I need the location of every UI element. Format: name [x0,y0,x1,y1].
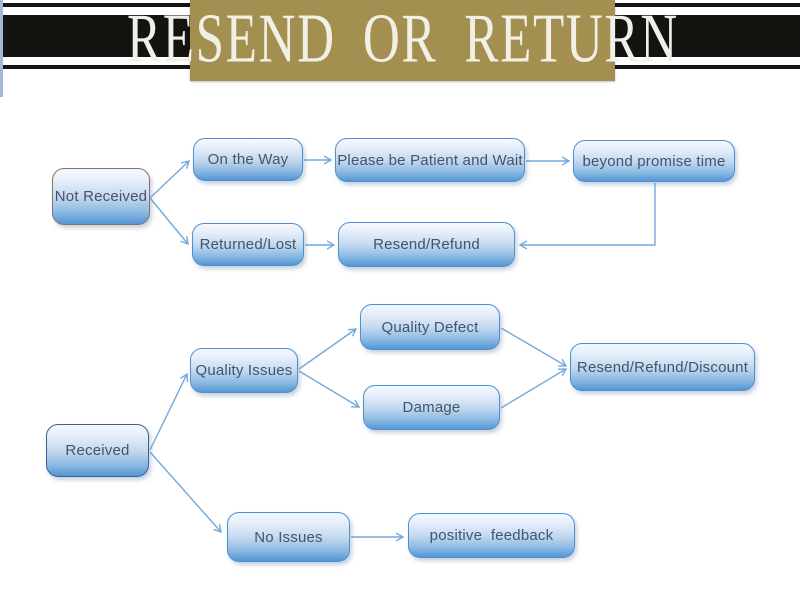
node-beyond-promise-time: beyond promise time [573,140,735,182]
node-received: Received [46,424,149,477]
node-returned-lost: Returned/Lost [192,223,304,266]
node-on-the-way: On the Way [193,138,303,181]
edge-quality-issues-to-damage [298,370,359,407]
edge-quality-defect-to-resend-refund-discount [500,327,566,366]
title-banner: RESEND OR RETURN [127,0,677,81]
edge-beyond-promise-time-to-resend-refund [520,183,656,245]
node-damage: Damage [363,385,500,430]
edge-quality-issues-to-quality-defect [298,329,356,370]
node-resend-refund: Resend/Refund [338,222,515,267]
edge-received-to-quality-issues [149,374,187,451]
edge-damage-to-resend-refund-discount [500,369,566,409]
node-not-received: Not Received [52,168,150,225]
page-title: RESEND OR RETURN [126,0,679,77]
node-positive-feedback: positive feedback [408,513,575,558]
node-quality-defect: Quality Defect [360,304,500,350]
edge-received-to-no-issues [149,451,221,532]
node-please-be-patient: Please be Patient and Wait [335,138,525,182]
edge-not-received-to-on-the-way [149,161,189,199]
edge-not-received-to-returned-lost [149,197,188,244]
node-no-issues: No Issues [227,512,350,562]
node-resend-refund-discount: Resend/Refund/Discount [570,343,755,391]
left-accent-line [0,0,3,97]
node-quality-issues: Quality Issues [190,348,298,393]
header-band: RESEND OR RETURN [0,0,800,100]
